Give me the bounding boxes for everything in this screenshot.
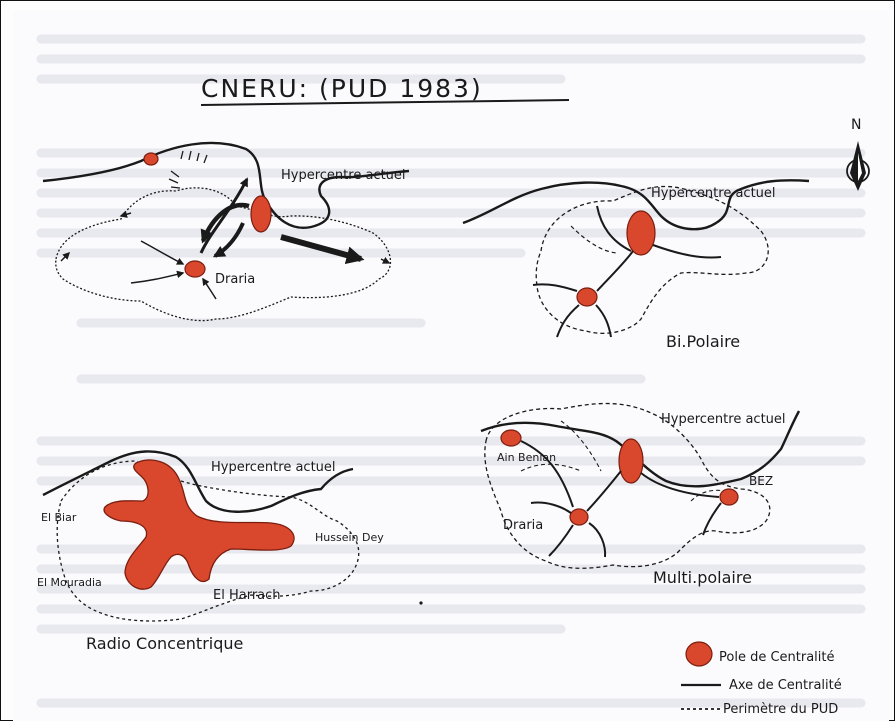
label-hussein-dey: Hussein Dey [315, 531, 384, 544]
legend-pole-label: Pole de Centralité [719, 650, 835, 665]
hypercentre-text: Hypercentre actuel [281, 168, 406, 183]
pole-secondary [577, 288, 597, 306]
pole-small [144, 153, 158, 165]
label-draria: Draria [503, 518, 543, 533]
label-el-mouradia: El Mouradia [37, 576, 102, 589]
label-el-biar: El Biar [41, 511, 77, 524]
axes [533, 206, 721, 337]
legend-perimeter-label: Perimètre du PUD [723, 702, 838, 717]
caption-multipolaire: Multi.polaire [653, 568, 752, 587]
label-el-harrach: El Harrach [213, 588, 281, 603]
scanned-page: CNERU: (PUD 1983) N [13, 11, 889, 721]
pole-draria [570, 509, 588, 525]
hypercentre-text: Hypercentre actuel [651, 186, 776, 201]
pole-hypercentre [619, 439, 643, 483]
draria-label: Draria [215, 272, 255, 287]
hypercentre-text: Hypercentre actuel [661, 412, 786, 427]
background-text-bleed [41, 39, 861, 703]
hypercentre-label: Hypercentre actuel [661, 412, 786, 427]
pole-bez [720, 489, 738, 505]
legend-item-axis: Axe de Centralité [681, 678, 842, 693]
label-bez: BEZ [749, 474, 773, 488]
hypercentre-label: Hypercentre actuel [651, 186, 776, 201]
panel-multipolaire: Hypercentre actuel Ain Benian Draria BEZ… [481, 404, 799, 588]
hypercentre-label: Hypercentre actuel [281, 168, 406, 183]
caption-bipolaire: Bi.Polaire [666, 332, 740, 351]
pole-draria [185, 261, 205, 277]
sketch-canvas: CNERU: (PUD 1983) N [13, 11, 889, 721]
panel-bipolaire: Hypercentre actuel Bi.Polaire [463, 180, 809, 351]
legend-item-pole: Pole de Centralité [686, 642, 835, 666]
title-text: CNERU: (PUD 1983) [201, 74, 483, 103]
north-label: N [851, 117, 861, 133]
legend-axis-label: Axe de Centralité [729, 678, 842, 693]
caption-radio-concentrique: Radio Concentrique [86, 634, 243, 653]
pole-ain-benian [501, 430, 521, 446]
hypercentre-text: Hypercentre actuel [211, 460, 336, 475]
label-ain-benian: Ain Benian [497, 451, 556, 464]
pole-hypercentre [251, 196, 271, 232]
pole-hypercentre [627, 211, 655, 255]
pud-perimeter [485, 404, 770, 569]
hypercentre-label: Hypercentre actuel [211, 460, 336, 475]
